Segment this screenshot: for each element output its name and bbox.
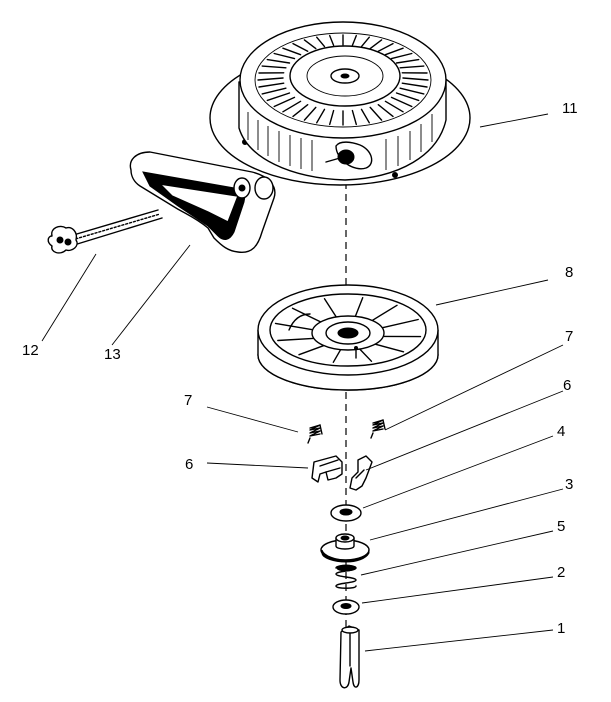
callout-13: 13 — [104, 346, 121, 363]
starter-handle — [129, 151, 276, 253]
washer-4 — [330, 504, 362, 522]
callout-11: 11 — [562, 100, 578, 117]
callout-2: 2 — [557, 564, 566, 581]
callout-6-left: 6 — [185, 456, 194, 473]
callout-8: 8 — [565, 264, 574, 281]
callout-1: 1 — [557, 620, 566, 637]
starter-housing — [209, 21, 471, 186]
retainer-3 — [320, 533, 370, 563]
callout-7-right: 7 — [565, 328, 574, 345]
callout-3: 3 — [565, 476, 574, 493]
washer-2 — [332, 599, 360, 615]
callout-12: 12 — [22, 342, 39, 359]
starter-rope — [47, 209, 163, 254]
spring-5 — [335, 564, 357, 589]
pawl-spring-left — [307, 424, 323, 444]
callout-6-right: 6 — [563, 377, 572, 394]
pawl-right — [349, 455, 373, 491]
leader-lines — [41, 113, 564, 652]
callout-5: 5 — [557, 518, 566, 535]
pawl-left — [311, 455, 343, 483]
callout-4: 4 — [557, 423, 566, 440]
center-shaft-1 — [339, 625, 360, 689]
callout-7-left: 7 — [184, 392, 193, 409]
pawl-spring-right — [370, 419, 386, 439]
pulley — [257, 284, 439, 391]
